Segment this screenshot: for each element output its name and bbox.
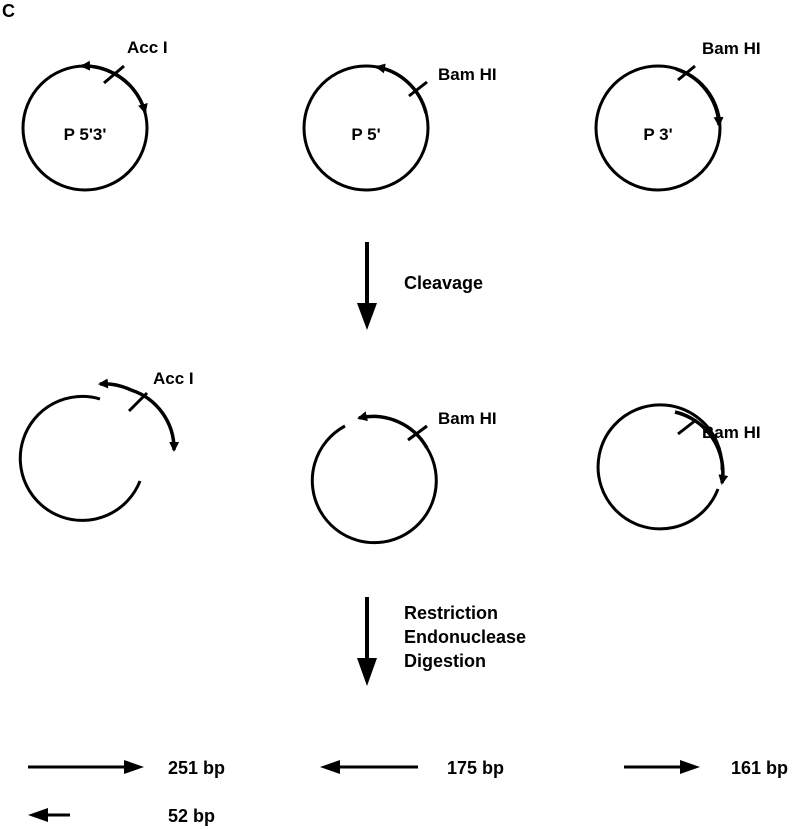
linear-dna bbox=[18, 394, 142, 522]
fragment-size: 251 bp bbox=[168, 758, 225, 778]
digestion-step: Restriction Endonuclease Digestion bbox=[357, 597, 526, 686]
plasmid-circle bbox=[302, 64, 430, 192]
site-label: Bam HI bbox=[438, 65, 497, 84]
linear-dna bbox=[596, 403, 724, 531]
plasmid-circle bbox=[594, 64, 722, 192]
fragment-size: 175 bp bbox=[447, 758, 504, 778]
linear-fragment-bam5: Bam HI bbox=[310, 409, 497, 545]
step-label-line: Restriction bbox=[404, 603, 498, 623]
plasmid-p5: Bam HI P 5' bbox=[302, 63, 497, 192]
plasmid-name: P 5'3' bbox=[64, 125, 107, 144]
linear-fragment-acc: Acc I bbox=[18, 369, 194, 522]
transcript-arrow bbox=[675, 67, 724, 127]
down-arrow-head bbox=[357, 658, 377, 686]
fragment-size: 52 bp bbox=[168, 806, 215, 826]
fragment-arrowhead bbox=[680, 760, 700, 774]
down-arrow-head bbox=[357, 303, 377, 330]
fragment-arrowhead bbox=[320, 760, 340, 774]
site-label: Acc I bbox=[153, 369, 194, 388]
restriction-site-tick bbox=[127, 391, 149, 413]
restriction-site-tick bbox=[408, 80, 428, 98]
transcript-arrow-right bbox=[130, 388, 180, 452]
fragment-arrowhead bbox=[28, 808, 48, 822]
plasmid-p3: Bam HI P 3' bbox=[594, 39, 761, 192]
plasmid-name: P 5' bbox=[351, 125, 380, 144]
site-label: Acc I bbox=[127, 38, 168, 57]
restriction-site-tick bbox=[407, 424, 428, 442]
plasmid-p53: Acc I P 5'3' bbox=[21, 38, 168, 192]
site-label: Bam HI bbox=[702, 39, 761, 58]
step-label-line: Endonuclease bbox=[404, 627, 526, 647]
fragment-52: 52 bp bbox=[28, 806, 215, 826]
transcript-arrow-left bbox=[80, 60, 114, 75]
transcript-arrow bbox=[674, 410, 729, 485]
transcript-arrow bbox=[357, 411, 429, 449]
restriction-site-tick bbox=[103, 64, 125, 85]
transcript-arrow-left bbox=[98, 378, 132, 392]
site-label: Bam HI bbox=[702, 423, 761, 442]
transcript-arrow bbox=[375, 63, 428, 114]
step-label: Cleavage bbox=[404, 273, 483, 293]
linear-dna bbox=[310, 424, 438, 545]
plasmid-name: P 3' bbox=[643, 125, 672, 144]
restriction-site-tick bbox=[677, 418, 697, 436]
fragment-arrowhead bbox=[124, 760, 144, 774]
linear-fragment-bam3: Bam HI bbox=[596, 403, 761, 531]
restriction-site-tick bbox=[677, 64, 696, 82]
fragment-size: 161 bp bbox=[731, 758, 788, 778]
site-label: Bam HI bbox=[438, 409, 497, 428]
step-label-line: Digestion bbox=[404, 651, 486, 671]
cleavage-step: Cleavage bbox=[357, 242, 483, 330]
fragment-251: 251 bp bbox=[28, 758, 225, 778]
panel-label: C bbox=[2, 1, 15, 21]
fragment-175: 175 bp bbox=[320, 758, 504, 778]
transcript-arrow-right bbox=[112, 71, 148, 114]
fragment-161: 161 bp bbox=[624, 758, 788, 778]
